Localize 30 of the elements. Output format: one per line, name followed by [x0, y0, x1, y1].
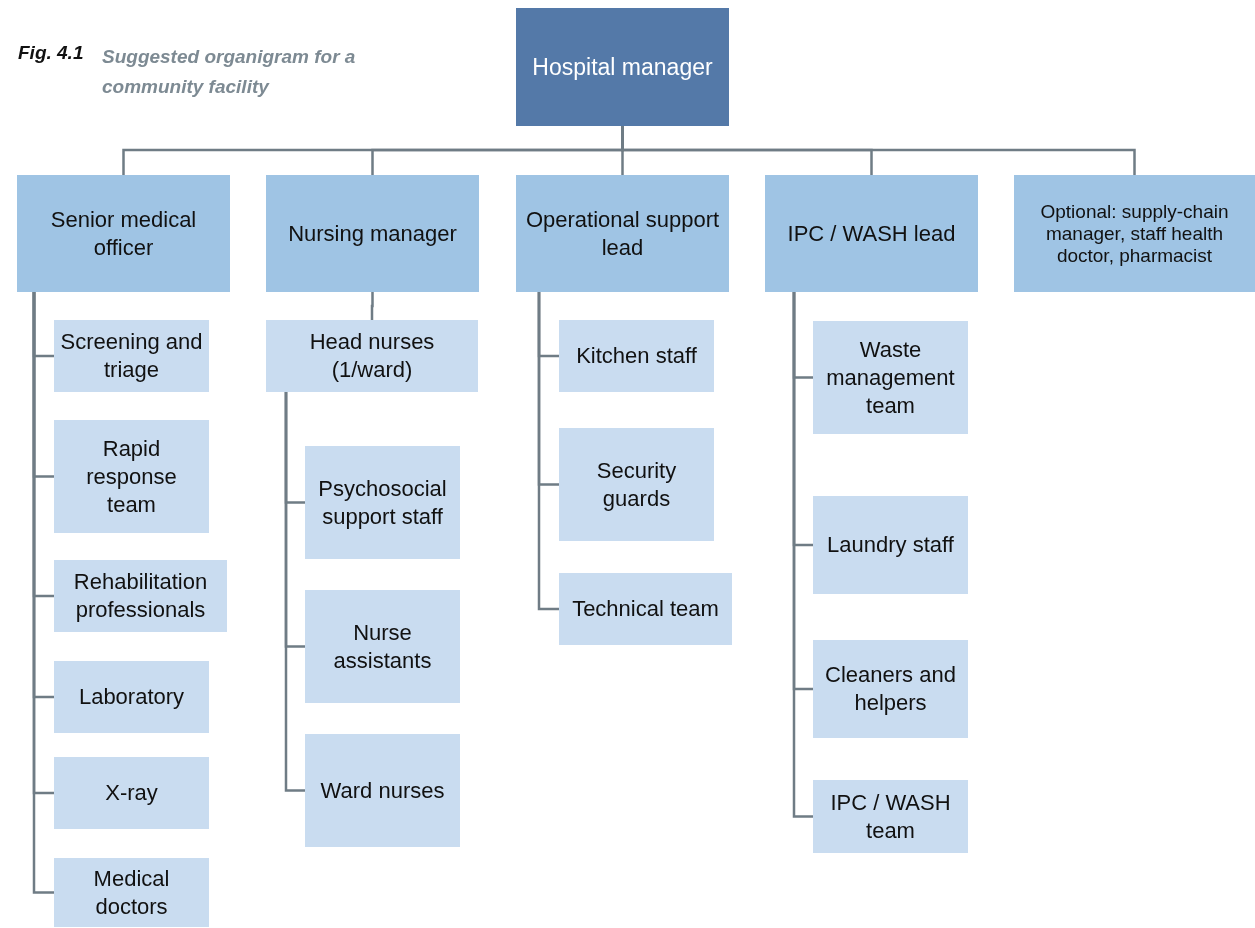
- team-box: Screening and triage: [54, 320, 209, 392]
- connector-line: [792, 292, 813, 818]
- team-box: Technical team: [559, 573, 732, 645]
- connector-line: [537, 292, 559, 611]
- team-box: Waste management team: [813, 321, 968, 434]
- team-box: Laundry staff: [813, 496, 968, 594]
- team-box: Laboratory: [54, 661, 209, 733]
- team-box: Kitchen staff: [559, 320, 714, 392]
- department-box: Operational support lead: [516, 175, 729, 292]
- department-box: Nursing manager: [266, 175, 479, 292]
- team-box: Rehabilitation professionals: [54, 560, 227, 632]
- team-box: Nurse assistants: [305, 590, 460, 703]
- team-box: X-ray: [54, 757, 209, 829]
- figure-caption: Suggested organigram for a community facility: [102, 45, 357, 99]
- manager-box: Hospital manager: [516, 8, 729, 126]
- connector-line: [370, 292, 374, 320]
- team-box: Psychosocial support staff: [305, 446, 460, 559]
- team-box: Rapid response team: [54, 420, 209, 533]
- team-box: Medical doctors: [54, 858, 209, 927]
- team-box: Ward nurses: [305, 734, 460, 847]
- figure-number: Fig. 4.1: [18, 42, 84, 64]
- connector-line: [284, 392, 305, 792]
- team-box: IPC / WASH team: [813, 780, 968, 853]
- department-box: IPC / WASH lead: [765, 175, 978, 292]
- team-box: Head nurses (1/ward): [266, 320, 478, 392]
- department-box: Optional: supply-chain manager, staff health doctor, pharmacist: [1014, 175, 1255, 292]
- department-box: Senior medical officer: [17, 175, 230, 292]
- team-box: Cleaners and helpers: [813, 640, 968, 738]
- connector-line: [32, 292, 54, 894]
- team-box: Security guards: [559, 428, 714, 541]
